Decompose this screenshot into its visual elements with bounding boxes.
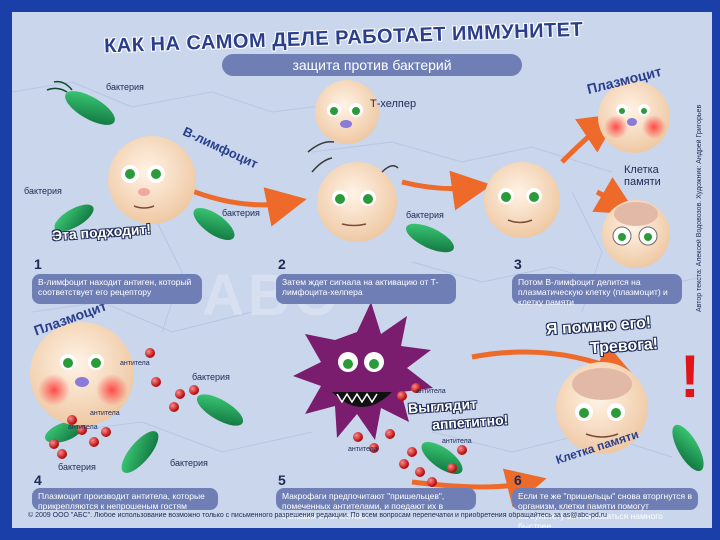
- antibodies: [49, 348, 467, 487]
- step-1-text: В-лимфоцит находит антиген, который соот…: [32, 274, 202, 304]
- bacterium-1: [46, 80, 115, 125]
- bacterium-7: [44, 421, 84, 443]
- plasmocyte-top-cell: [598, 81, 670, 153]
- label-bacteria-4: бактерия: [406, 210, 444, 220]
- label-antibody-2: антитела: [90, 410, 120, 417]
- bacterium-2: [54, 204, 94, 232]
- bacterium-6: [121, 431, 159, 473]
- label-antibody-1: антитела: [120, 360, 150, 367]
- side-credit: Автор текста: Алексей Водовозов. Художни…: [696, 104, 703, 312]
- background-texture: [12, 81, 703, 458]
- step-3-number: 3: [514, 256, 522, 272]
- step-5-number: 5: [278, 472, 286, 488]
- plasmocyte-left-cell: [30, 322, 134, 426]
- subtitle: защита против бактерий: [222, 54, 522, 76]
- label-bacteria-3: бактерия: [222, 208, 260, 218]
- b-cell-dividing: [484, 162, 560, 238]
- b-cell-activated: [317, 162, 397, 242]
- step-2-text: Затем ждет сигнала на активацию от Т-лим…: [276, 274, 456, 304]
- bacterium-5: [196, 394, 244, 426]
- memory-cell-top: [602, 200, 670, 268]
- footer-copyright: © 2009 ООО "АБС". Любое использование во…: [28, 512, 607, 519]
- label-bacteria-2: бактерия: [24, 186, 62, 196]
- step-3-text: Потом В-лимфоцит делится на плазматическ…: [512, 274, 682, 307]
- step-6-number: 6: [514, 472, 522, 488]
- b-lymphocyte-cell: [108, 136, 196, 224]
- step-1-number: 1: [34, 256, 42, 272]
- step-2-number: 2: [278, 256, 286, 272]
- label-bacteria-7: бактерия: [170, 458, 208, 468]
- label-t-helper: Т-хелпер: [370, 98, 417, 110]
- t-helper-cell: [315, 80, 379, 144]
- bacterium-9: [672, 424, 704, 472]
- bacterium-4: [406, 223, 454, 253]
- label-memory-cell-top: Клетка памяти: [624, 164, 661, 188]
- label-antibody-4: антитела: [416, 388, 446, 395]
- macrophage-cell: [293, 302, 433, 440]
- motion-lines: [307, 140, 399, 173]
- label-antibody-6: антитела: [348, 446, 378, 453]
- label-bacteria-6: бактерия: [58, 462, 96, 472]
- step-4-number: 4: [34, 472, 42, 488]
- label-bacteria-1: бактерия: [106, 82, 144, 92]
- memory-cell-bottom: [556, 362, 648, 454]
- label-bacteria-5: бактерия: [192, 372, 230, 382]
- label-antibody-5: антитела: [442, 438, 472, 445]
- illustration-layer: [30, 80, 704, 508]
- step-4-text: Плазмоцит производит антитела, которые п…: [32, 488, 218, 511]
- infographic: КАК НА САМОМ ДЕЛЕ РАБОТАЕТ ИММУНИТЕТ защ…: [12, 12, 712, 528]
- exclamation-mark: !: [680, 343, 700, 410]
- step-5-text: Макрофаги предпочитают "пришельцев", пом…: [276, 488, 476, 521]
- step-6-text: Если те же "пришельцы" снова вторгнутся …: [512, 488, 698, 528]
- bacterium-3: [193, 207, 235, 241]
- label-antibody-3: антитела: [68, 424, 98, 431]
